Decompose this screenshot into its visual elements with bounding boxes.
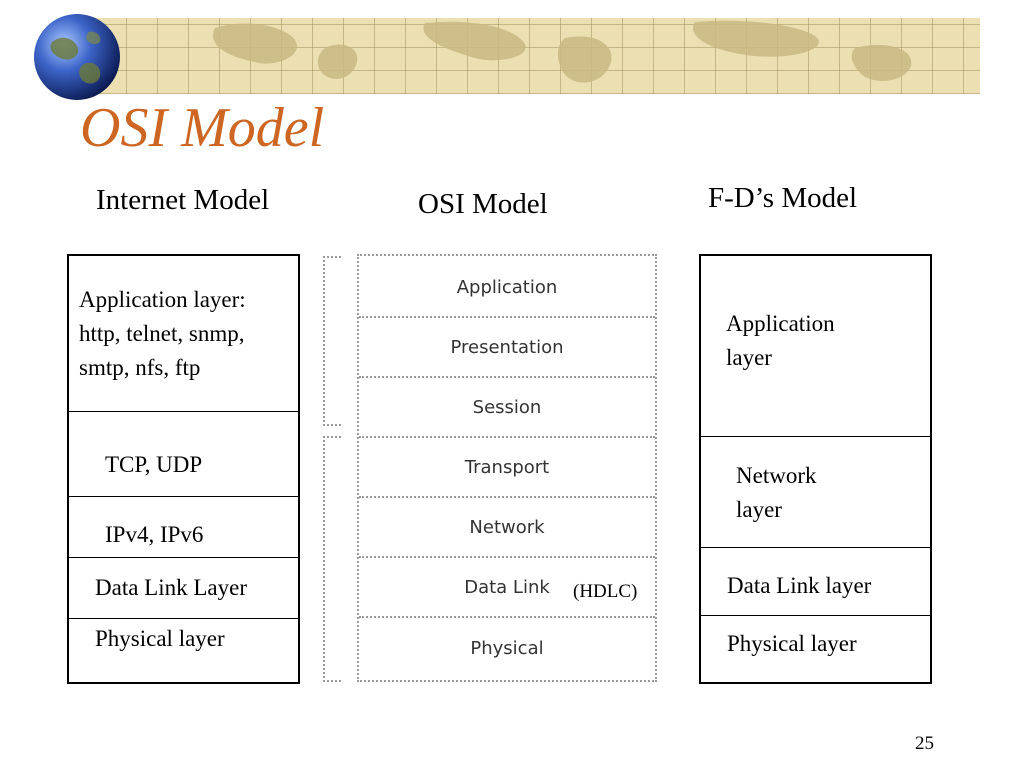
internet-layer-label: TCP, UDP [105, 452, 203, 477]
slide-title: OSI Model [80, 97, 325, 159]
fd-layer-physical: Physical layer [701, 615, 930, 682]
globe-icon [32, 12, 122, 102]
osi-upper-bracket [323, 256, 341, 426]
osi-model-heading: OSI Model [418, 188, 548, 220]
hdlc-note: (HDLC) [573, 581, 638, 602]
fd-model-heading: F-D’s Model [708, 182, 858, 214]
internet-layer-label: IPv4, IPv6 [105, 522, 204, 547]
internet-layer-label: Data Link Layer [95, 575, 247, 600]
fd-layer-application: Application layer [701, 256, 930, 436]
fd-layer-label: Physical layer [727, 631, 857, 656]
fd-layer-label: Application layer [726, 311, 835, 370]
internet-layer-data-link: Data Link Layer [69, 557, 298, 618]
internet-layer-label: Physical layer [95, 626, 225, 651]
internet-layer-transport: TCP, UDP [69, 411, 298, 496]
osi-model-stack: Application Presentation Session Transpo… [357, 254, 657, 682]
fd-layer-network: Network layer [701, 436, 930, 547]
internet-layer-physical: Physical layer [69, 618, 298, 682]
internet-layer-label: Application layer: http, telnet, snmp, s… [79, 287, 246, 380]
internet-layer-application: Application layer: http, telnet, snmp, s… [69, 256, 298, 411]
world-map-shapes [213, 20, 912, 83]
internet-layer-network: IPv4, IPv6 [69, 496, 298, 557]
internet-model-heading: Internet Model [96, 184, 270, 216]
fd-model-stack: Application layer Network layer Data Lin… [699, 254, 932, 684]
page-number: 25 [915, 733, 934, 754]
osi-layer-application: Application [359, 258, 655, 318]
fd-layer-label: Data Link layer [727, 573, 872, 598]
osi-lower-bracket [323, 436, 341, 682]
osi-layer-transport: Transport [359, 438, 655, 498]
osi-layer-session: Session [359, 378, 655, 438]
osi-layer-presentation: Presentation [359, 318, 655, 378]
osi-layer-network: Network [359, 498, 655, 558]
osi-layer-data-link: Data Link [359, 558, 655, 618]
osi-layer-physical: Physical [470, 637, 544, 659]
fd-layer-label: Network layer [736, 463, 817, 522]
fd-layer-data-link: Data Link layer [701, 547, 930, 615]
world-map-banner [95, 18, 980, 94]
internet-model-stack: Application layer: http, telnet, snmp, s… [67, 254, 300, 684]
